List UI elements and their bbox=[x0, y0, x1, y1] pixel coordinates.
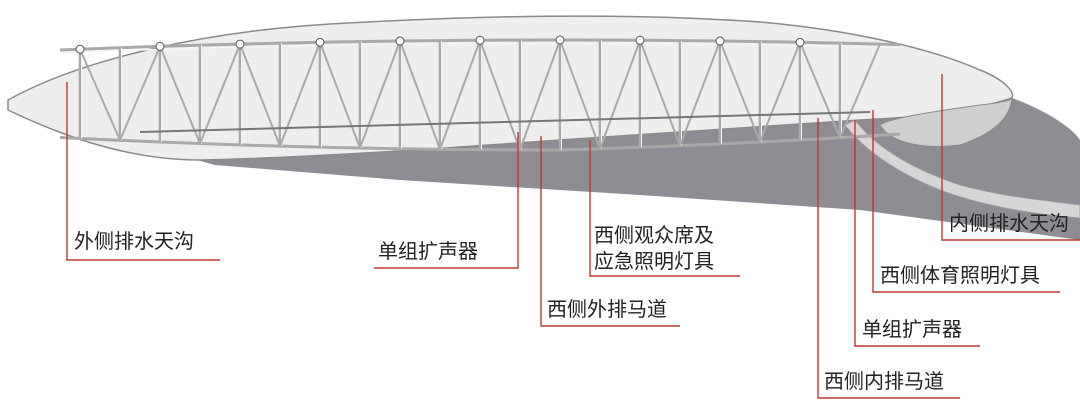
truss-node bbox=[556, 36, 564, 44]
label-west-inner-catwalk: 西侧内排马道 bbox=[820, 368, 948, 397]
bottom-chord bbox=[600, 148, 620, 149]
label-west-outer-catwalk: 西侧外排马道 bbox=[543, 296, 671, 325]
truss-node bbox=[236, 40, 244, 48]
bottom-chord bbox=[780, 140, 800, 141]
label-inner-gutter: 内侧排水天沟 bbox=[945, 210, 1073, 239]
top-chord bbox=[120, 47, 140, 48]
bottom-chord bbox=[680, 145, 700, 146]
truss-node bbox=[476, 36, 484, 44]
truss-node bbox=[636, 36, 644, 44]
label-speaker-group-left: 单组扩声器 bbox=[374, 238, 482, 267]
truss-node bbox=[396, 37, 404, 45]
truss-node bbox=[716, 37, 724, 45]
bottom-chord bbox=[740, 142, 760, 143]
top-chord-highlight bbox=[200, 48, 220, 49]
top-chord bbox=[200, 45, 220, 46]
bottom-chord bbox=[260, 146, 280, 147]
bottom-chord bbox=[180, 143, 200, 144]
top-chord bbox=[180, 45, 200, 46]
bottom-chord bbox=[80, 138, 100, 139]
bottom-chord bbox=[100, 139, 120, 140]
truss-node bbox=[156, 42, 164, 50]
bottom-chord bbox=[820, 138, 840, 139]
label-west-audience-light: 西侧观众席及 应急照明灯具 bbox=[590, 222, 718, 277]
bottom-chord bbox=[800, 139, 820, 140]
bottom-chord bbox=[640, 147, 660, 148]
bottom-chord bbox=[60, 138, 80, 139]
bottom-chord bbox=[120, 140, 140, 141]
truss-node bbox=[796, 38, 804, 46]
bottom-chord bbox=[200, 144, 220, 145]
bottom-chord bbox=[240, 145, 260, 146]
top-chord bbox=[100, 48, 120, 49]
bottom-chord bbox=[700, 144, 720, 145]
label-outer-gutter: 外侧排水天沟 bbox=[70, 228, 198, 257]
bottom-chord bbox=[560, 149, 580, 150]
truss-node bbox=[76, 45, 84, 53]
bottom-chord bbox=[660, 146, 680, 147]
top-chord-highlight bbox=[880, 47, 900, 48]
bottom-chord bbox=[280, 146, 300, 147]
top-chord-highlight bbox=[120, 50, 140, 51]
bottom-chord bbox=[220, 144, 240, 145]
truss-node bbox=[316, 38, 324, 46]
label-west-sports-light: 西侧体育照明灯具 bbox=[876, 262, 1044, 291]
top-chord bbox=[880, 44, 900, 45]
top-chord-highlight bbox=[100, 51, 120, 52]
bottom-chord bbox=[300, 147, 320, 148]
bottom-chord bbox=[720, 143, 740, 144]
bottom-chord bbox=[760, 141, 780, 142]
bottom-chord bbox=[620, 147, 640, 148]
bottom-chord bbox=[840, 137, 860, 138]
label-speaker-group-right: 单组扩声器 bbox=[858, 316, 966, 345]
bottom-chord bbox=[860, 135, 880, 136]
bottom-chord bbox=[160, 142, 180, 143]
top-chord-highlight bbox=[180, 48, 200, 49]
bottom-chord bbox=[880, 134, 900, 135]
bottom-chord bbox=[140, 141, 160, 142]
